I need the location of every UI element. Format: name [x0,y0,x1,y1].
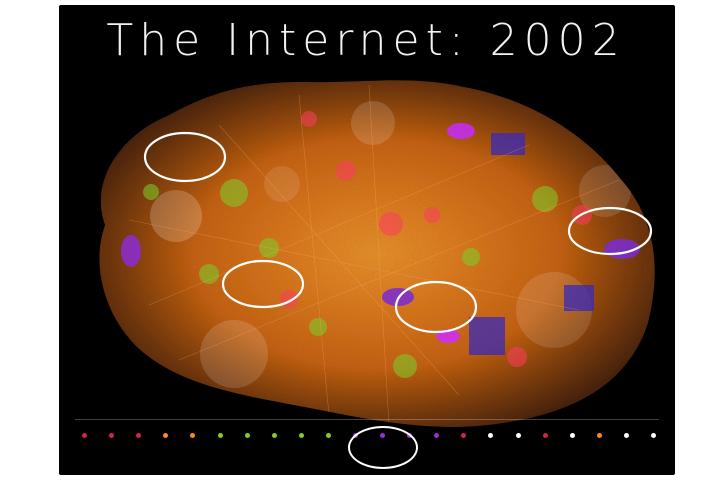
cluster-red [301,111,317,127]
legend-color-dot [109,433,115,438]
cluster-green [259,238,279,258]
cluster-purple [447,123,475,139]
poster: The Internet: 2002 [59,5,675,475]
legend-item [621,433,632,440]
map-blob [99,80,655,427]
cluster-green [532,186,558,212]
link-line [128,219,580,311]
legend-color-dot [298,433,304,438]
cluster-white [579,165,631,217]
legend-item [350,433,361,440]
cluster-green [309,318,327,336]
legend-color-dot [542,433,548,438]
legend-color-dot [325,433,331,438]
highlight-circles [143,131,653,334]
cluster-white [150,190,202,242]
legend-color-dot [515,433,521,438]
legend-item [377,433,388,440]
legend-color-dot [271,433,277,438]
cluster-blue [564,285,594,311]
legend-color-dot [190,433,196,438]
cluster-white [351,101,395,145]
map-clusters [121,84,640,426]
cluster-white [200,320,268,388]
legend-color-dot [82,433,88,438]
cluster-green [199,264,219,284]
internet-map [99,80,655,427]
legend-item [296,433,307,440]
legend-item [567,433,578,440]
legend-color-dot [352,433,358,438]
legend-item [594,433,605,440]
legend-color-dot [407,433,413,438]
legend-color-dot [136,433,142,438]
legend-item [214,433,225,440]
cluster-red [280,290,298,308]
legend-item [187,433,198,440]
cluster-red [379,212,403,236]
legend-color-dot [569,433,575,438]
cluster-purple [121,235,141,267]
legend-item [106,433,117,440]
link-line [368,84,390,426]
legend-color-dot [217,433,223,438]
legend-color-dot [488,433,494,438]
legend-item [648,433,659,440]
legend-color-dot [163,433,169,438]
legend-item [269,433,280,440]
legend-item [540,433,551,440]
legend-color-dot [596,433,602,438]
link-line [148,144,530,306]
legend-item [513,433,524,440]
cluster-green [393,354,417,378]
legend-item [160,433,171,440]
legend-color-dot [461,433,467,438]
legend-item [458,433,469,440]
highlight-circle [221,259,305,309]
legend-item [242,433,253,440]
highlight-circle [567,206,653,256]
cluster-white [264,166,300,202]
cluster-green [143,184,159,200]
legend-item [404,433,415,440]
highlight-circle [394,280,478,334]
cluster-red [507,347,527,367]
cluster-green [462,248,480,266]
legend-item [431,433,442,440]
cluster-blue [469,317,505,355]
legend-color-dot [651,433,657,438]
legend-color-dot [623,433,629,438]
legend-dots [79,433,659,453]
link-line [218,124,460,396]
legend-color-dot [244,433,250,438]
legend-item [323,433,334,440]
cluster-green [220,179,248,207]
legend-item [485,433,496,440]
cluster-red [424,207,440,223]
highlight-circle [143,131,227,183]
poster-title: The Internet: 2002 [106,15,626,66]
legend [75,419,659,473]
cluster-red [336,161,356,181]
link-line [178,179,620,361]
cluster-blue [491,133,525,155]
legend-color-dot [434,433,440,438]
legend-top-rule [75,419,659,430]
legend-item [79,433,90,440]
legend-item [133,433,144,440]
legend-color-dot [380,433,386,438]
link-line [298,94,330,416]
